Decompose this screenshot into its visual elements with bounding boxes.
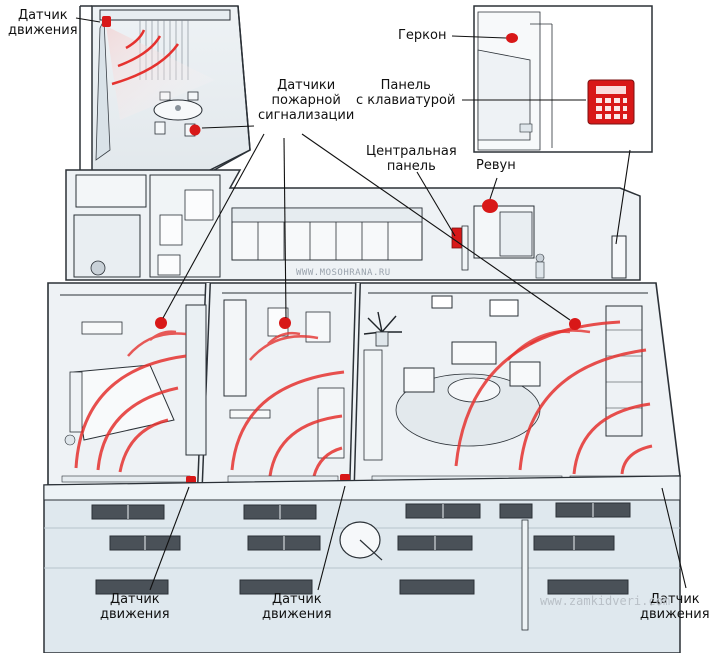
middle-floor bbox=[65, 169, 641, 281]
motion-waves-left bbox=[74, 354, 187, 473]
label-motion-bottom-left-text: Датчик движения bbox=[100, 592, 170, 622]
motion-sensor-top bbox=[102, 16, 111, 27]
bottom-floor bbox=[47, 282, 681, 486]
label-reed: Геркон bbox=[398, 28, 446, 43]
label-siren: Ревун bbox=[476, 158, 516, 173]
label-central-panel: Центральная панель bbox=[366, 144, 457, 174]
label-motion-top: Датчик движения bbox=[8, 8, 78, 38]
top-left-room bbox=[91, 5, 251, 176]
label-reed-text: Геркон bbox=[398, 28, 447, 43]
label-motion-bottom-middle-text: Датчик движения bbox=[262, 592, 332, 622]
label-central-panel-text: Центральная панель bbox=[366, 144, 457, 174]
label-motion-bottom-middle: Датчик движения bbox=[262, 592, 332, 622]
fire-sensor-left bbox=[155, 317, 167, 329]
fire-waves bbox=[127, 329, 591, 361]
label-motion-bottom-left: Датчик движения bbox=[100, 592, 170, 622]
central-panel-box bbox=[451, 227, 463, 249]
motion-waves-middle bbox=[230, 370, 345, 477]
leader-lines bbox=[75, 17, 687, 591]
label-fire-sensors-text: Датчики пожарной сигнализации bbox=[258, 78, 355, 123]
label-motion-bottom-right-text: Датчик движения bbox=[640, 592, 710, 622]
label-fire-sensors: Датчики пожарной сигнализации bbox=[258, 78, 354, 123]
building-facade bbox=[43, 475, 681, 654]
inset-panel bbox=[473, 5, 653, 153]
reed-switch bbox=[506, 33, 518, 43]
label-motion-top-text: Датчик движения bbox=[8, 8, 78, 38]
watermark-bottom: www.zamkidveri.com bbox=[540, 594, 671, 608]
label-siren-text: Ревун bbox=[476, 158, 516, 173]
fire-sensor-middle bbox=[279, 317, 291, 329]
watermark-site: WWW.MOSOHRANA.RU bbox=[296, 268, 391, 278]
fire-sensor-top bbox=[189, 124, 201, 136]
siren-device bbox=[482, 199, 498, 213]
label-keypad: Панель с клавиатурой bbox=[356, 78, 455, 108]
label-keypad-text: Панель с клавиатурой bbox=[356, 78, 456, 108]
label-motion-bottom-right: Датчик движения bbox=[640, 592, 710, 622]
fire-sensor-right bbox=[569, 318, 581, 330]
motion-waves-right bbox=[454, 320, 653, 475]
